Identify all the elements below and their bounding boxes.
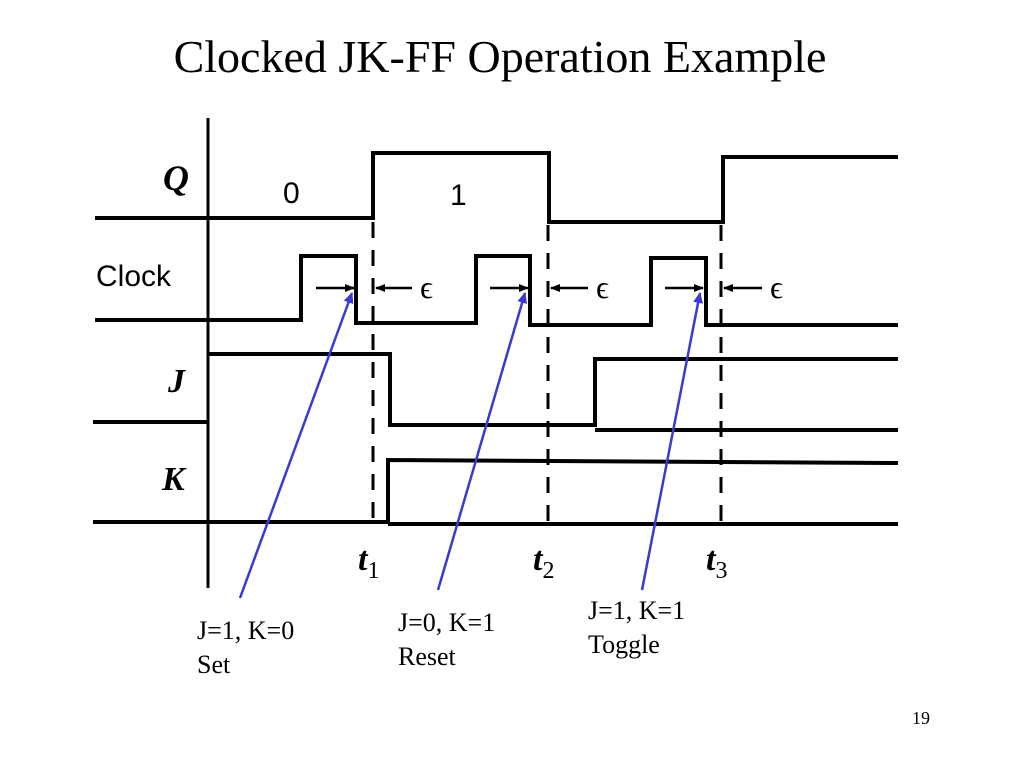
time-label-t3-sub: 3 [715,558,727,584]
annotation-arrow-set [238,292,354,599]
time-label-t3: t3 [706,541,727,584]
annotation-arrow-reset [436,292,527,591]
note-toggle-action: Toggle [588,630,660,659]
k-waveform [93,457,899,524]
epsilon-label-3: ϵ [770,269,783,305]
time-label-t2-t: t [533,541,544,578]
time-label-t1-t: t [358,541,369,578]
q-value-0: 0 [283,177,300,210]
note-toggle: J=1, K=1 Toggle [588,594,685,662]
signal-label-q: Q [163,158,189,198]
note-toggle-inputs: J=1, K=1 [588,596,686,625]
q-waveform [95,151,898,224]
time-label-t2: t2 [533,541,554,584]
note-set: J=1, K=0 Set [197,614,294,682]
signal-label-j: J [167,363,186,400]
page-number: 19 [912,708,930,728]
annotation-arrow-toggle [640,292,703,591]
slide-title: Clocked JK-FF Operation Example [173,31,827,82]
note-reset-action: Reset [398,642,456,671]
note-set-inputs: J=1, K=0 [197,616,295,645]
epsilon-label-1: ϵ [420,269,433,305]
time-label-t2-sub: 2 [542,558,554,584]
signal-label-clock: Clock [96,260,172,293]
note-set-action: Set [197,650,231,679]
time-label-t1: t1 [358,541,379,584]
time-label-t1-sub: 1 [367,558,379,584]
q-value-1: 1 [450,179,467,212]
note-reset: J=0, K=1 Reset [398,606,495,674]
clock-waveform [95,254,898,327]
epsilon-label-2: ϵ [596,269,609,305]
note-reset-inputs: J=0, K=1 [398,608,496,637]
signal-label-k: K [161,461,187,498]
time-label-t3-t: t [706,541,717,578]
j-waveform [208,352,898,427]
